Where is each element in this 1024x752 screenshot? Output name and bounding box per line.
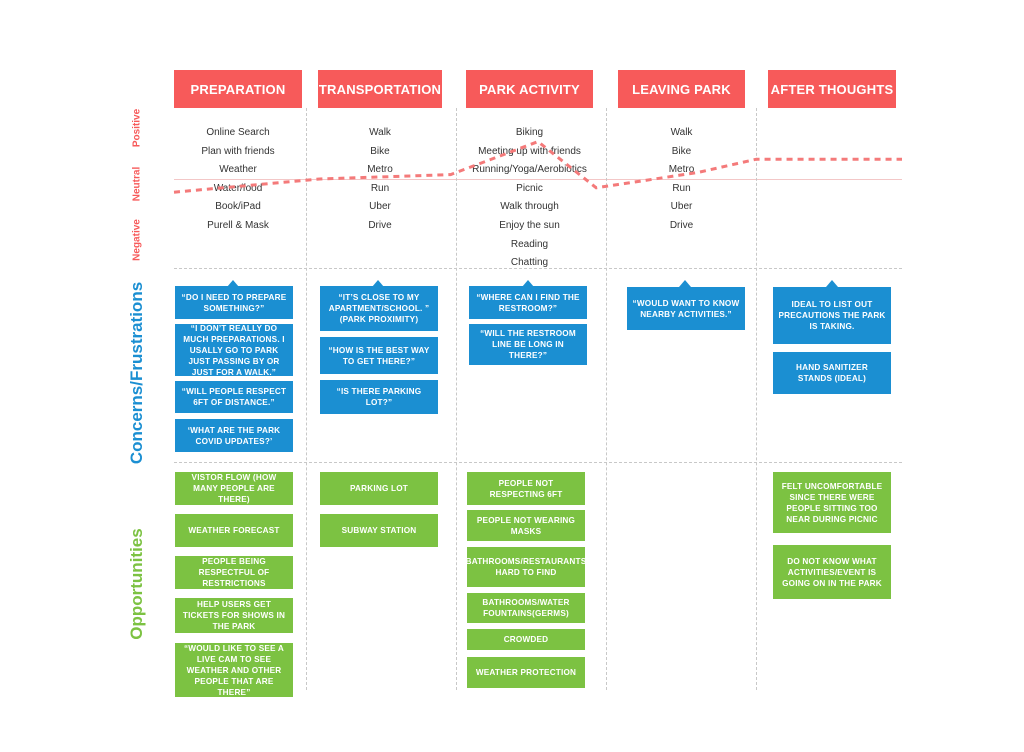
activity-item: Walk through (500, 201, 559, 213)
opportunity-card: Bathrooms/restaurants hard to find (466, 547, 586, 587)
opportunity-card: Weather forecast (175, 514, 293, 547)
activity-item: Walk (369, 127, 391, 138)
stage-header-park-activity: PARK ACTIVITY (466, 70, 593, 108)
activity-item: Drive (669, 219, 694, 231)
stage-header-leaving-park: LEAVING PARK (618, 70, 745, 108)
opportunity-card: Subway station (320, 514, 438, 547)
activity-item: Biking (515, 127, 544, 138)
activity-item: Running/Yoga/Aerobiotics (472, 164, 587, 176)
activity-item: Online Search (206, 127, 270, 138)
stage-header-preparation: PREPARATION (174, 70, 302, 108)
divider-concerns-opportunities (174, 462, 902, 463)
activity-item: Walk (670, 127, 693, 138)
emotion-label-negative: Negative (131, 219, 143, 261)
column-divider-2 (456, 108, 457, 690)
section-label-opportunities: Opportunities (127, 528, 146, 640)
activity-item: Bike (370, 145, 390, 157)
concern-card: “Where can I find the restroom?” (469, 286, 587, 319)
opportunity-card: Crowded (467, 629, 585, 650)
concern-card: “Do I need to prepare something?” (175, 286, 293, 319)
activity-item: Weather (219, 164, 257, 176)
concern-card: “How is the best way to get there?” (320, 337, 438, 374)
concern-card: “Is there parking lot?” (320, 380, 438, 414)
emotion-label-neutral: Neutral (131, 166, 143, 202)
activity-item: Purell & Mask (207, 219, 269, 231)
opportunity-card: People not wearing masks (467, 510, 585, 541)
activity-item: Reading (510, 238, 549, 250)
stage-header-transportation: TRANSPORTATION (318, 70, 442, 108)
section-label-concerns: Concerns/Frustrations (127, 281, 146, 465)
column-divider-3 (606, 108, 607, 690)
concern-card: “Will the restroom line be long in there… (469, 324, 587, 365)
opportunity-card: Vistor flow (how many people are there) (175, 472, 293, 505)
concern-notch-leaving-park (679, 280, 691, 287)
activity-item: Enjoy the sun (499, 219, 560, 231)
activity-item: Picnic (516, 182, 543, 194)
activity-item: Meeting up with friends (478, 145, 581, 157)
opportunity-card: People being respectful of restrictions (175, 556, 293, 589)
concern-notch-transportation (372, 280, 384, 287)
concern-card: “Will people respect 6ft of distance.” (175, 381, 293, 413)
concern-card: Ideal to list out precautions the park i… (773, 287, 891, 344)
activity-item: Uber (369, 201, 391, 213)
opportunity-card: People not respecting 6ft (467, 472, 585, 505)
column-divider-4 (756, 108, 757, 690)
activities-preparation: Online Search Plan with friends Weather … (174, 124, 302, 236)
concern-card: ‘What are the park covid updates?’ (175, 419, 293, 452)
emotion-label-positive: Positive (131, 108, 143, 148)
stage-header-after-thoughts: AFTER THOUGHTS (768, 70, 896, 108)
opportunity-card: Help users get tickets for shows in the … (175, 598, 293, 633)
opportunity-card: Parking lot (320, 472, 438, 505)
activity-item: Bike (671, 145, 692, 157)
activity-item: Chatting (510, 257, 549, 269)
activity-item: Metro (367, 164, 393, 176)
divider-emotion-concerns (174, 268, 902, 269)
activity-item: Run (672, 182, 691, 194)
opportunity-card: Bathrooms/water fountains(germs) (467, 593, 585, 623)
concern-card: “It’s close to my apartment/school. ” (P… (320, 286, 438, 331)
opportunity-card: “Would like to see a live cam to see wea… (175, 643, 293, 697)
activity-item: Run (370, 182, 390, 194)
opportunity-card: Weather protection (467, 657, 585, 688)
activities-park-activity: Biking Meeting up with friends Running/Y… (466, 124, 593, 273)
activities-transportation: Walk Bike Metro Run Uber Drive (318, 124, 442, 236)
opportunity-card: Felt uncomfortable since there were peop… (773, 472, 891, 533)
concern-notch-after-thoughts (826, 280, 838, 287)
activity-item: Metro (668, 164, 695, 176)
concern-notch-preparation (227, 280, 239, 287)
opportunity-card: Do not know what activities/event is goi… (773, 545, 891, 599)
activities-leaving-park: Walk Bike Metro Run Uber Drive (618, 124, 745, 236)
column-divider-1 (306, 108, 307, 690)
concern-notch-park-activity (522, 280, 534, 287)
concern-card: “Would want to know nearby activities.” (627, 287, 745, 330)
concern-card: “I don’t really do much preparations. I … (175, 324, 293, 377)
activity-item: Water/food (213, 182, 263, 194)
concern-card: Hand sanitizer stands (ideal) (773, 352, 891, 394)
activity-item: Uber (670, 201, 693, 213)
activity-item: Plan with friends (201, 145, 275, 157)
activity-item: Book/iPad (215, 201, 261, 213)
activity-item: Drive (368, 219, 392, 231)
